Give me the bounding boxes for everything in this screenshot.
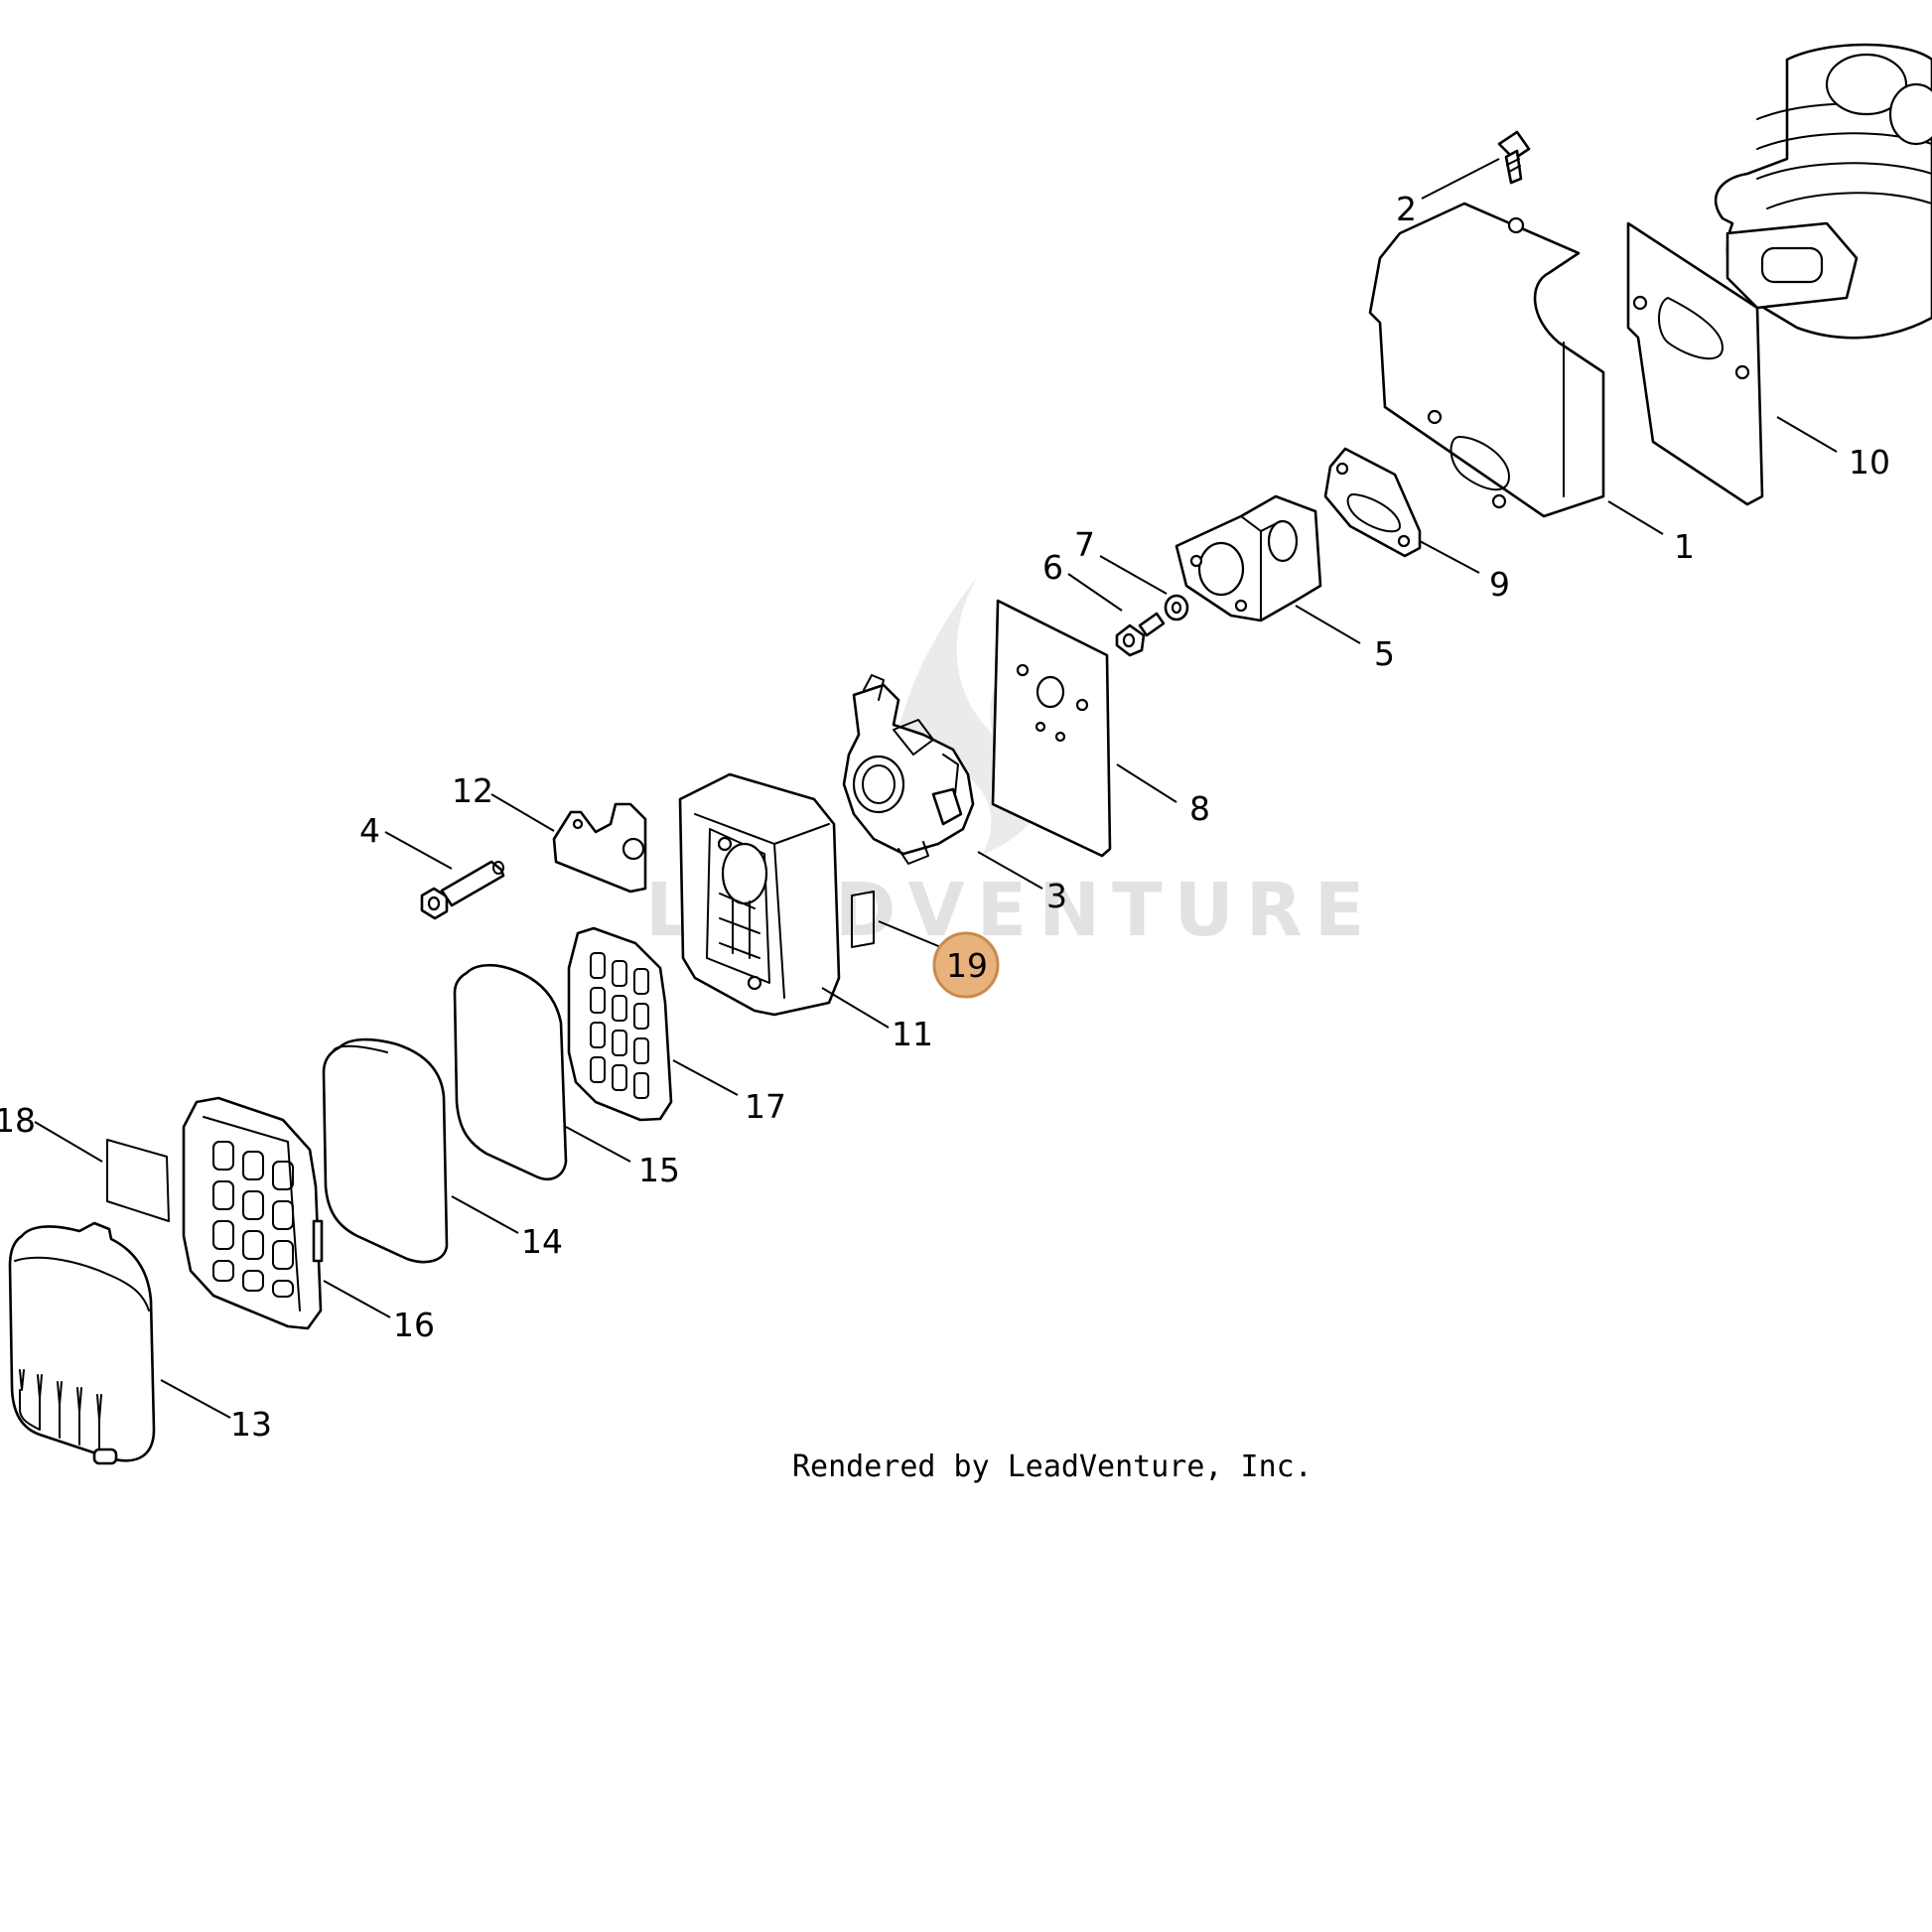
part-8-gasket-plate	[991, 599, 1112, 858]
part-10-gasket	[1626, 221, 1764, 506]
callout-4[interactable]: 4	[359, 811, 380, 850]
part-11-filter-housing	[678, 772, 841, 1017]
part-18-label	[106, 1139, 170, 1222]
part-1-heat-shield	[1368, 202, 1605, 518]
part-13-cover	[8, 1221, 156, 1465]
highlight-circle	[932, 931, 1000, 999]
callout-11[interactable]: 11	[892, 1015, 933, 1053]
callout-15[interactable]: 15	[638, 1151, 680, 1189]
render-credit: Rendered by LeadVenture, Inc.	[792, 1449, 1312, 1484]
part-19-label	[851, 891, 875, 948]
part-7-washer	[1164, 594, 1189, 621]
callout-5[interactable]: 5	[1374, 634, 1395, 673]
callout-12[interactable]: 12	[452, 771, 493, 810]
leader-lines	[34, 158, 1838, 1419]
callout-19[interactable]: 19	[946, 946, 988, 985]
part-15-filter-element	[453, 963, 568, 1181]
part-14-filter-foam	[322, 1037, 449, 1264]
callout-18[interactable]: 18	[0, 1101, 36, 1140]
callout-3[interactable]: 3	[1046, 877, 1067, 915]
part-16-filter-frame	[182, 1096, 324, 1330]
part-6-bolt	[1115, 612, 1166, 657]
part-4-bolt	[420, 860, 505, 920]
callout-17[interactable]: 17	[745, 1087, 786, 1126]
callout-10[interactable]: 10	[1849, 443, 1890, 482]
callout-14[interactable]: 14	[521, 1222, 563, 1261]
callout-7[interactable]: 7	[1074, 525, 1095, 564]
part-5-insulator	[1174, 494, 1322, 622]
callout-13[interactable]: 13	[230, 1405, 272, 1444]
callout-numbers: 1 2 3 4 5 6 7 8 9 10 11 12 13 14 15 16 1…	[0, 190, 1890, 1444]
part-3-carburetor	[842, 674, 975, 865]
callout-1[interactable]: 1	[1674, 527, 1695, 566]
callout-8[interactable]: 8	[1189, 789, 1210, 828]
part-17-screen	[567, 926, 673, 1122]
part-2-screw	[1497, 130, 1531, 185]
callout-16[interactable]: 16	[393, 1306, 435, 1344]
callout-9[interactable]: 9	[1489, 565, 1510, 604]
part-12-bracket	[552, 802, 647, 894]
part-cylinder	[1714, 43, 1932, 340]
callout-6[interactable]: 6	[1042, 548, 1063, 587]
callout-2[interactable]: 2	[1396, 190, 1417, 228]
part-9-gasket	[1323, 447, 1422, 558]
